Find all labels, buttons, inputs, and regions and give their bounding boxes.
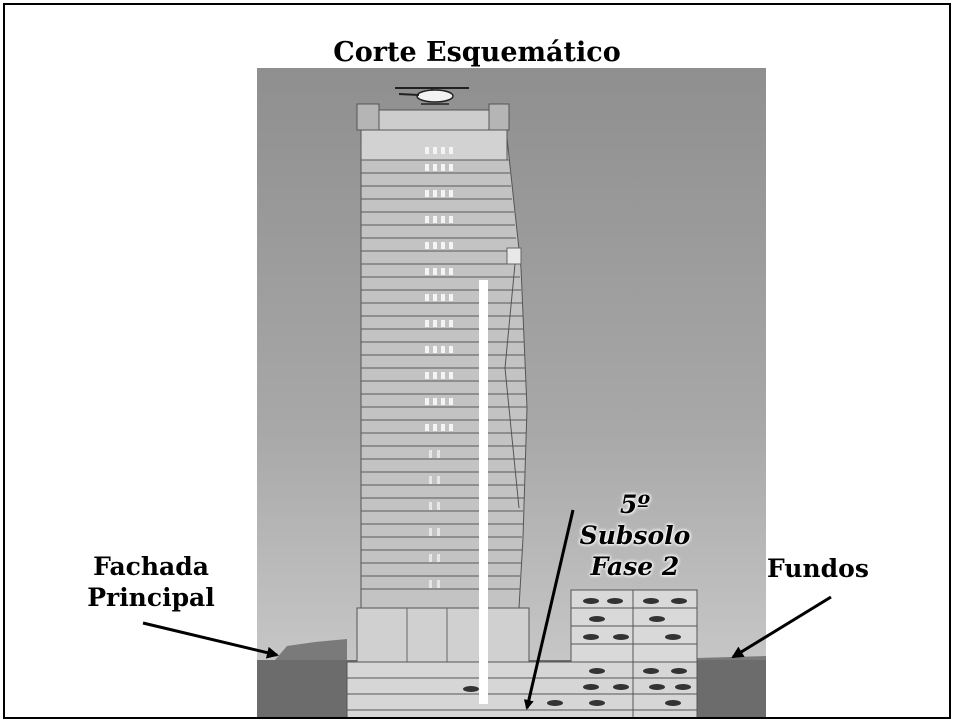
subsolo-label-line2: Subsolo (579, 521, 691, 550)
floor-lines (361, 159, 527, 590)
slide-frame: Corte Esquemático Fachada Principal Fund… (3, 3, 951, 719)
fundos-label: Fundos (767, 554, 869, 583)
basement-levels (346, 661, 698, 717)
page-title: Corte Esquemático (333, 37, 621, 68)
section-svg (257, 87, 766, 717)
building-section-drawing (257, 68, 766, 717)
subsolo-label: 5º Subsolo Fase 2 (565, 489, 705, 582)
subsolo-label-line3: Fase 2 (590, 552, 680, 581)
subsolo-label-line1: 5º (620, 490, 650, 519)
fachada-label-line1: Fachada (93, 552, 209, 581)
fundos-arrow (731, 595, 832, 659)
lobby-podium (356, 607, 530, 663)
height-marker-line (479, 280, 488, 704)
fachada-arrow (142, 621, 279, 659)
facade-curve (504, 263, 520, 509)
helicopter-icon (395, 87, 469, 105)
facade-box (506, 247, 522, 265)
core-marks (429, 450, 440, 588)
heliport (378, 109, 490, 131)
fachada-label-line2: Principal (87, 583, 215, 612)
tower-crown (360, 129, 508, 161)
window-column (425, 147, 453, 431)
car-icon (463, 598, 691, 706)
subsolo-arrow (523, 509, 575, 710)
label-arrows (142, 595, 832, 659)
fachada-label: Fachada Principal (61, 551, 241, 613)
front-terrain (257, 639, 347, 660)
